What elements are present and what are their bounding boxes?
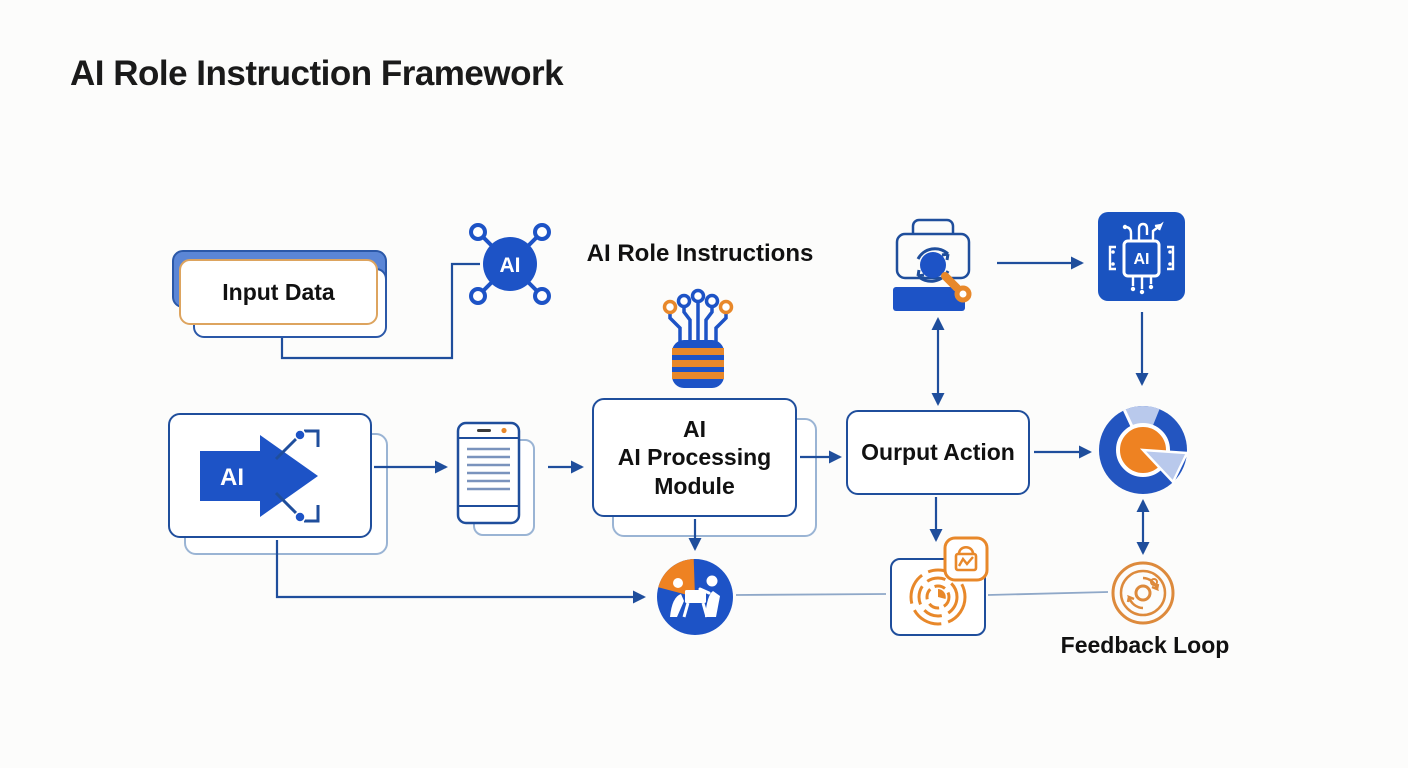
smartphone-icon [456,421,535,536]
radar-chart-icon [909,568,967,626]
ai-source-node: AI [168,413,372,538]
processing-node: AI AI Processing Module [592,398,797,517]
input-data-label: Input Data [222,278,335,305]
feedback-gear-icon [1111,561,1175,625]
ai-role-instructions-label: AI Role Instructions [586,240,814,267]
network-ai-label: AI [500,254,521,277]
processing-line3: Module [654,472,735,499]
sync-search-icon [893,218,972,311]
input-data-front-panel: Input Data [179,259,378,325]
collaboration-pie-icon [657,559,733,635]
ai-processor-icon: AI [1098,212,1185,301]
feedback-loop-label: Feedback Loop [1060,632,1230,658]
page-title: AI Role Instruction Framework [70,54,564,93]
lock-chart-badge-icon [943,536,989,582]
ai-arrow-icon: AI [200,428,320,523]
connector-radar-to-feedback [987,591,1109,596]
network-ai-icon: AI [469,223,551,305]
circuit-chip-icon [662,288,734,388]
output-action-label: Ourput Action [861,439,1015,466]
ai-chip-label: AI [1134,251,1150,268]
ai-source-label: AI [220,464,244,491]
processing-line1: AI [683,416,706,443]
connector-collab-to-radar [735,593,887,596]
processing-line2: AI Processing [617,444,772,471]
output-action-node: Ourput Action [846,410,1030,495]
donut-chart-icon [1099,405,1189,494]
